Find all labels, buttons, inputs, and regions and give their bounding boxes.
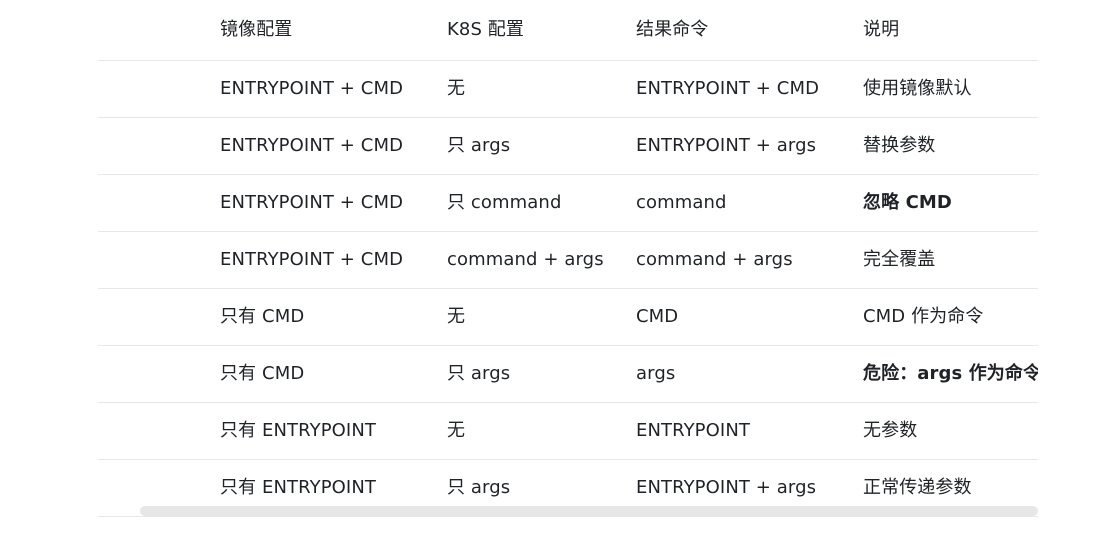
description-cell: 使用镜像默认	[863, 78, 972, 99]
description-cell: CMD 作为命令	[863, 306, 984, 327]
k8s-config-cell: 只 args	[447, 477, 511, 498]
result-command-cell: ENTRYPOINT	[636, 420, 750, 441]
image-config-cell: 只有 ENTRYPOINT	[220, 477, 376, 498]
result-command-cell: CMD	[636, 306, 679, 327]
result-command-cell: command	[636, 192, 727, 213]
table-row: 只有 CMD 只 args args 危险：args 作为命令	[98, 346, 1038, 403]
result-command-cell: ENTRYPOINT + CMD	[636, 78, 820, 99]
image-config-cell: 只有 ENTRYPOINT	[220, 420, 376, 441]
description-cell-bold: 忽略 CMD	[863, 192, 952, 213]
description-cell: 替换参数	[863, 135, 936, 156]
k8s-config-cell: 无	[447, 78, 466, 99]
table-row: ENTRYPOINT + CMD command + args command …	[98, 232, 1038, 289]
data-table-container: 镜像配置 K8S 配置 结果命令 说明 ENTRYPOINT + CMD 无 E…	[98, 0, 1038, 520]
image-config-cell: ENTRYPOINT + CMD	[220, 135, 404, 156]
k8s-config-cell: 无	[447, 420, 466, 441]
header-result-command: 结果命令	[636, 19, 709, 40]
result-command-cell: ENTRYPOINT + args	[636, 135, 817, 156]
k8s-config-cell: 只 args	[447, 135, 511, 156]
horizontal-scrollbar[interactable]	[140, 506, 1038, 516]
description-cell-bold: 危险：args 作为命令	[863, 363, 1038, 384]
header-description: 说明	[863, 19, 900, 40]
image-config-cell: 只有 CMD	[220, 363, 305, 384]
table-row: ENTRYPOINT + CMD 只 args ENTRYPOINT + arg…	[98, 118, 1038, 175]
k8s-config-cell: command + args	[447, 249, 604, 270]
result-command-cell: ENTRYPOINT + args	[636, 477, 817, 498]
k8s-config-cell: 只 command	[447, 192, 562, 213]
table-row: 只有 ENTRYPOINT 无 ENTRYPOINT 无参数	[98, 403, 1038, 460]
image-config-cell: ENTRYPOINT + CMD	[220, 78, 404, 99]
table-row: 只有 CMD 无 CMD CMD 作为命令	[98, 289, 1038, 346]
result-command-cell: command + args	[636, 249, 793, 270]
image-config-cell: ENTRYPOINT + CMD	[220, 192, 404, 213]
header-image-config: 镜像配置	[220, 19, 293, 40]
description-cell: 无参数	[863, 420, 918, 441]
k8s-config-cell: 只 args	[447, 363, 511, 384]
table-header-row: 镜像配置 K8S 配置 结果命令 说明	[98, 0, 1038, 61]
header-k8s-config: K8S 配置	[447, 19, 525, 40]
table-row: ENTRYPOINT + CMD 无 ENTRYPOINT + CMD 使用镜像…	[98, 61, 1038, 118]
description-cell: 完全覆盖	[863, 249, 936, 270]
description-cell: 正常传递参数	[863, 477, 972, 498]
table-row: ENTRYPOINT + CMD 只 command command 忽略 CM…	[98, 175, 1038, 232]
table-row: 只有 ENTRYPOINT 只 args ENTRYPOINT + args 正…	[98, 460, 1038, 517]
data-table: 镜像配置 K8S 配置 结果命令 说明 ENTRYPOINT + CMD 无 E…	[98, 0, 1038, 517]
result-command-cell: args	[636, 363, 676, 384]
image-config-cell: 只有 CMD	[220, 306, 305, 327]
image-config-cell: ENTRYPOINT + CMD	[220, 249, 404, 270]
k8s-config-cell: 无	[447, 306, 466, 327]
